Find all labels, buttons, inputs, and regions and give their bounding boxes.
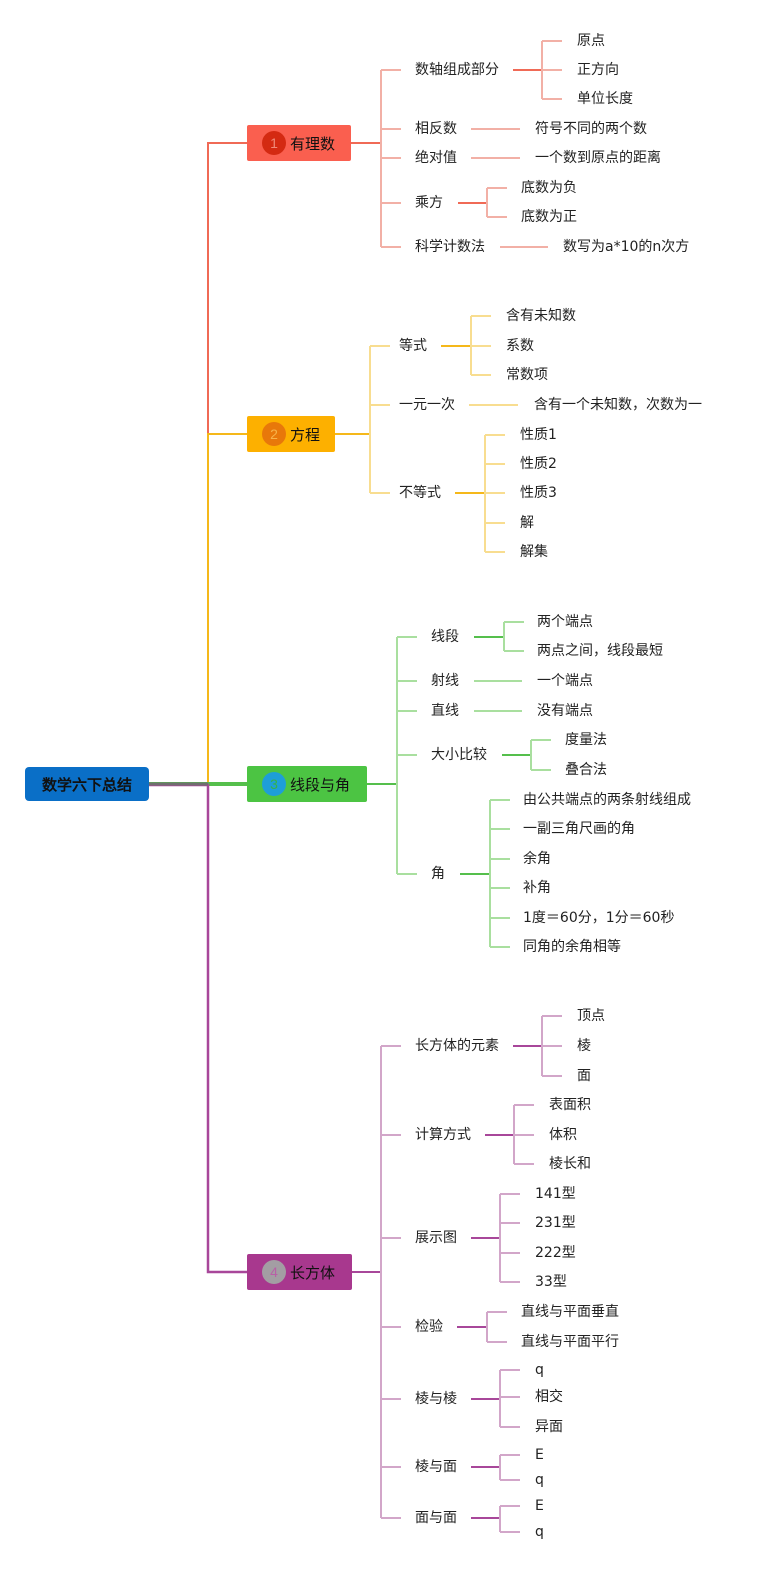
subtopic[interactable]: 科学计数法 [415, 239, 485, 255]
number-badge-icon: 3 [262, 772, 286, 796]
subtopic[interactable]: 大小比较 [431, 747, 487, 763]
leaf-node[interactable]: 222型 [535, 1245, 576, 1261]
leaf-node[interactable]: 由公共端点的两条射线组成 [523, 792, 691, 808]
leaf-node[interactable]: 两点之间，线段最短 [537, 643, 663, 659]
leaf-node[interactable]: 性质3 [520, 485, 557, 501]
leaf-node[interactable]: 解 [520, 515, 534, 531]
subtopic[interactable]: 展示图 [415, 1230, 457, 1246]
leaf-node[interactable]: 底数为正 [521, 209, 577, 225]
leaf-node[interactable]: 单位长度 [577, 91, 633, 107]
leaf-node[interactable]: 叠合法 [565, 762, 607, 778]
subtopic[interactable]: 棱与面 [415, 1459, 457, 1475]
leaf-node[interactable]: E [535, 1447, 544, 1463]
leaf-node[interactable]: 33型 [535, 1274, 567, 1290]
leaf-node[interactable]: 棱 [577, 1038, 591, 1054]
trunk-line-2 [149, 433, 247, 784]
leaf-node[interactable]: 正方向 [577, 62, 619, 78]
leaf-node[interactable]: 底数为负 [521, 180, 577, 196]
topic-label: 方程 [290, 425, 321, 444]
number-badge-icon: 1 [262, 131, 286, 155]
leaf-node[interactable]: 性质1 [520, 427, 557, 443]
leaf-node[interactable]: 性质2 [520, 456, 557, 472]
leaf-node[interactable]: 表面积 [549, 1097, 591, 1113]
subtopic[interactable]: 不等式 [399, 485, 441, 501]
leaf-node[interactable]: 一副三角尺画的角 [523, 821, 635, 837]
subtopic[interactable]: 棱与棱 [415, 1391, 457, 1407]
subtopic[interactable]: 检验 [415, 1319, 443, 1335]
leaf-node[interactable]: 解集 [520, 544, 548, 560]
topic-label: 有理数 [290, 134, 336, 153]
leaf-node[interactable]: 141型 [535, 1186, 576, 1202]
leaf-node[interactable]: q [535, 1472, 544, 1488]
root-topic[interactable]: 数学六下总结 [25, 767, 149, 801]
leaf-node[interactable]: 直线与平面垂直 [521, 1304, 619, 1320]
leaf-node[interactable]: 同角的余角相等 [523, 939, 621, 955]
number-badge-icon: 4 [262, 1260, 286, 1284]
subtopic[interactable]: 一元一次 [399, 397, 455, 413]
subtopic[interactable]: 绝对值 [415, 150, 457, 166]
leaf-node[interactable]: 一个数到原点的距离 [535, 150, 661, 166]
trunk-line-4 [149, 783, 247, 1274]
subtopic[interactable]: 射线 [431, 673, 459, 689]
subtopic[interactable]: 角 [431, 866, 445, 882]
leaf-node[interactable]: q [535, 1362, 544, 1378]
leaf-node[interactable]: 原点 [577, 33, 605, 49]
leaf-node[interactable]: 系数 [506, 338, 534, 354]
leaf-node[interactable]: 面 [577, 1068, 591, 1084]
leaf-node[interactable]: 直线与平面平行 [521, 1334, 619, 1350]
topic-label: 线段与角 [290, 775, 351, 794]
leaf-node[interactable]: 异面 [535, 1419, 563, 1435]
leaf-node[interactable]: E [535, 1498, 544, 1514]
leaf-node[interactable]: 顶点 [577, 1008, 605, 1024]
trunk-line-1 [149, 142, 247, 784]
leaf-node[interactable]: 一个端点 [537, 673, 593, 689]
leaf-node[interactable]: 含有未知数 [506, 308, 576, 324]
subtopic[interactable]: 乘方 [415, 195, 443, 211]
subtopic[interactable]: 相反数 [415, 121, 457, 137]
leaf-node[interactable]: 符号不同的两个数 [535, 121, 647, 137]
leaf-node[interactable]: 相交 [535, 1389, 563, 1405]
number-badge-icon: 2 [262, 422, 286, 446]
leaf-node[interactable]: q [535, 1524, 544, 1540]
topic-label: 长方体 [290, 1263, 336, 1282]
leaf-node[interactable]: 两个端点 [537, 614, 593, 630]
leaf-node[interactable]: 没有端点 [537, 703, 593, 719]
subtopic[interactable]: 计算方式 [415, 1127, 471, 1143]
leaf-node[interactable]: 1度＝60分，1分＝60秒 [523, 910, 675, 926]
leaf-node[interactable]: 补角 [523, 880, 551, 896]
leaf-node[interactable]: 体积 [549, 1127, 577, 1143]
leaf-node[interactable]: 余角 [523, 851, 551, 867]
leaf-node[interactable]: 231型 [535, 1215, 576, 1231]
leaf-node[interactable]: 含有一个未知数，次数为一 [534, 397, 702, 413]
leaf-node[interactable]: 度量法 [565, 732, 607, 748]
subtopic[interactable]: 数轴组成部分 [415, 62, 499, 78]
leaf-node[interactable]: 棱长和 [549, 1156, 591, 1172]
subtopic[interactable]: 等式 [399, 338, 427, 354]
leaf-node[interactable]: 常数项 [506, 367, 548, 383]
subtopic[interactable]: 线段 [431, 629, 459, 645]
subtopic[interactable]: 长方体的元素 [415, 1038, 499, 1054]
subtopic[interactable]: 直线 [431, 703, 459, 719]
subtopic[interactable]: 面与面 [415, 1510, 457, 1526]
root-topic-label: 数学六下总结 [41, 775, 132, 794]
leaf-node[interactable]: 数写为a*10的n次方 [563, 239, 690, 255]
